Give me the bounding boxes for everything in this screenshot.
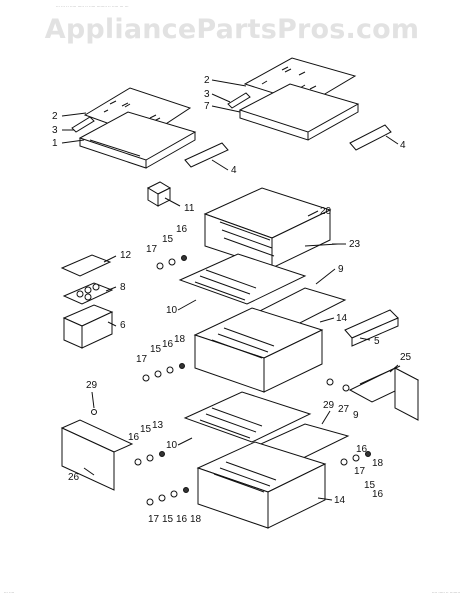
callout-17: 17 bbox=[354, 466, 366, 477]
bracket-right bbox=[348, 365, 420, 421]
crisper-cover-lower bbox=[183, 391, 312, 443]
shelf-trim-left bbox=[71, 116, 95, 133]
callout-2: 2 bbox=[52, 111, 58, 122]
callout-9: 9 bbox=[353, 410, 359, 421]
callout-16: 16 bbox=[128, 432, 140, 443]
shelf-trim-right bbox=[227, 92, 251, 109]
callout-10: 10 bbox=[166, 305, 178, 316]
callout-4: 4 bbox=[400, 140, 406, 151]
callout-16: 16 bbox=[162, 339, 174, 350]
hardware-set bbox=[91, 255, 371, 506]
shelf-frame-right bbox=[238, 83, 360, 141]
drawer-bottom bbox=[196, 441, 327, 529]
header-note: ··· ··· ·· ····· ····· ·· ····· ········… bbox=[56, 4, 129, 9]
callout-15: 15 bbox=[162, 514, 174, 525]
callout-29: 29 bbox=[86, 380, 98, 391]
callout-5: 5 bbox=[374, 336, 380, 347]
callout-6: 6 bbox=[120, 320, 126, 331]
footer-left-note: ··· ···· bbox=[4, 590, 15, 595]
callout-27: 27 bbox=[338, 404, 350, 415]
callout-11: 11 bbox=[184, 203, 195, 214]
callout-7: 7 bbox=[204, 101, 210, 112]
callout-3: 3 bbox=[52, 125, 58, 136]
callout-18: 18 bbox=[190, 514, 202, 525]
callout-17: 17 bbox=[136, 354, 148, 365]
callout-2: 2 bbox=[204, 75, 210, 86]
callout-15: 15 bbox=[140, 424, 152, 435]
callout-23: 23 bbox=[349, 239, 361, 250]
callout-17: 17 bbox=[146, 244, 158, 255]
bracket-left bbox=[60, 419, 134, 491]
callout-14: 14 bbox=[336, 313, 348, 324]
callout-26: 26 bbox=[68, 472, 80, 483]
pan-top bbox=[203, 187, 332, 269]
callout-1: 1 bbox=[52, 138, 58, 149]
footer-right-note: ···· ····· ·· ········ bbox=[432, 590, 460, 595]
callout-4: 4 bbox=[231, 165, 237, 176]
callout-12: 12 bbox=[120, 250, 132, 261]
callout-17: 17 bbox=[148, 514, 160, 525]
callout-9: 9 bbox=[338, 264, 344, 275]
callout-29: 29 bbox=[323, 400, 335, 411]
butter-door bbox=[60, 254, 112, 277]
callout-15: 15 bbox=[150, 344, 162, 355]
callout-13: 13 bbox=[152, 420, 164, 431]
drawer-middle bbox=[193, 307, 324, 393]
callout-16: 16 bbox=[176, 224, 188, 235]
callout-15: 15 bbox=[162, 234, 174, 245]
callout-8: 8 bbox=[120, 282, 126, 293]
dairy-bin bbox=[62, 304, 114, 349]
shelf-track-left bbox=[184, 142, 229, 168]
callout-18: 18 bbox=[372, 458, 384, 469]
shelf-frame-left bbox=[78, 111, 197, 169]
callout-18: 18 bbox=[174, 334, 186, 345]
callout-14: 14 bbox=[334, 495, 346, 506]
callout-16: 16 bbox=[372, 489, 384, 500]
callout-25: 25 bbox=[400, 352, 412, 363]
crisper-cover-upper bbox=[178, 253, 307, 305]
callout-16: 16 bbox=[356, 444, 368, 455]
leader-lines bbox=[61, 79, 399, 501]
callout-16: 16 bbox=[176, 514, 188, 525]
clip-part bbox=[146, 181, 172, 207]
callout-20: 20 bbox=[320, 206, 332, 217]
shelf-track-right bbox=[349, 124, 392, 151]
rail-5 bbox=[344, 309, 399, 347]
egg-tray bbox=[62, 282, 114, 305]
callout-3: 3 bbox=[204, 89, 210, 100]
callout-10: 10 bbox=[166, 440, 178, 451]
callout-15: 15 bbox=[364, 480, 376, 491]
